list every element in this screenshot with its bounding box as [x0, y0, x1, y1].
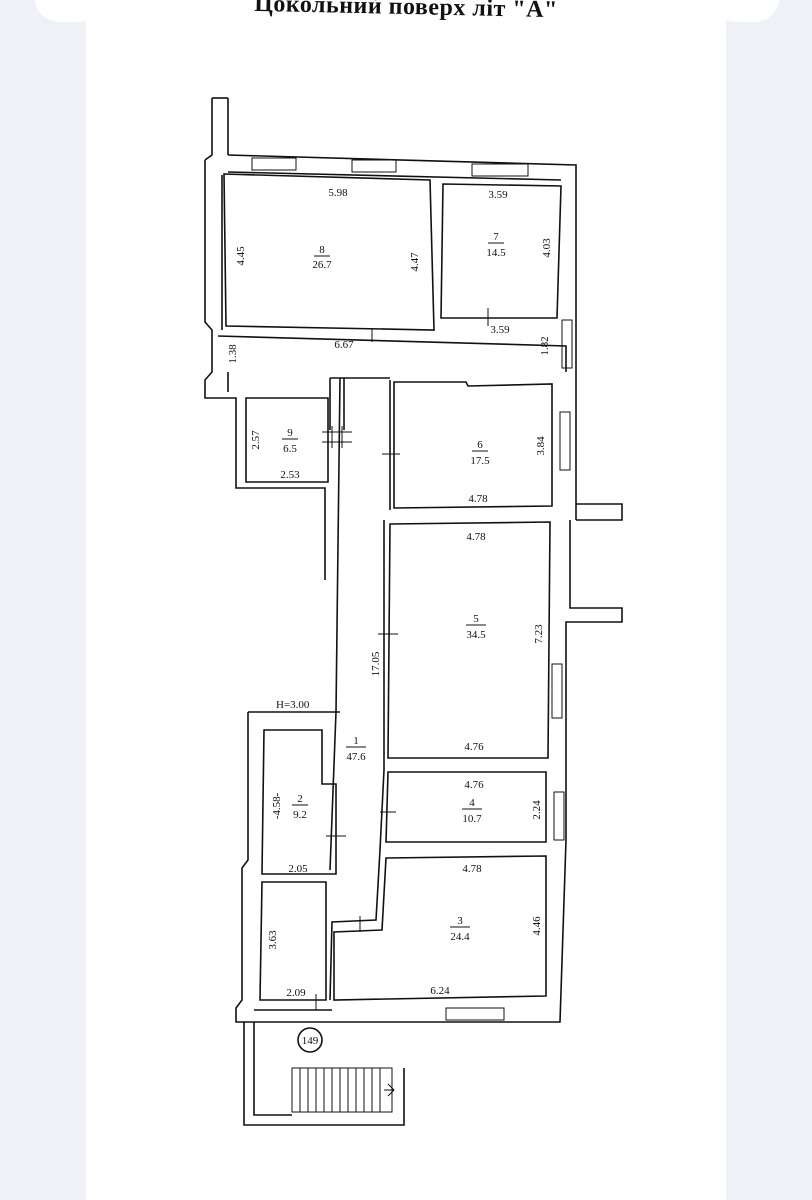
- room-5-area: 34.5: [466, 629, 486, 641]
- room-1-area: 47.6: [346, 751, 366, 763]
- room-6: [382, 380, 571, 510]
- right-margin: [726, 0, 812, 1200]
- dim-r5-right: 7.23: [533, 624, 545, 644]
- room-8: [223, 157, 435, 331]
- dim-r7-right: 4.03: [541, 238, 553, 258]
- dim-r6-right: 3.84: [535, 436, 547, 456]
- room-8-area: 26.7: [312, 259, 332, 271]
- dimension-labels: 5.98 4.45 4.47 3.59 4.03 3.59 6.67 1.38 …: [227, 187, 553, 999]
- dim-r8-right: 4.47: [409, 252, 421, 272]
- room-9-area: 6.5: [283, 443, 297, 455]
- dim-lower-left: 3.63: [267, 930, 279, 950]
- room-6-area: 17.5: [470, 455, 490, 467]
- room-6-number: 6: [477, 439, 483, 451]
- room-4-number: 4: [469, 797, 475, 809]
- room-7-number: 7: [493, 231, 499, 243]
- room-5-number: 5: [473, 613, 479, 625]
- dim-r5-top: 4.78: [466, 531, 486, 543]
- dim-r2-left: -4.58-: [271, 792, 283, 819]
- room-labels: 8 26.7 7 14.5 9 6.5 6 17.5 5 34.5 1 47.6…: [282, 231, 506, 943]
- room-2-number: 2: [297, 793, 303, 805]
- room-3-number: 3: [457, 915, 463, 927]
- height-note: H=3.00: [276, 699, 310, 711]
- room-5: [378, 520, 563, 770]
- dim-r7-top: 3.59: [488, 189, 508, 201]
- stair-marker: 149: [297, 1027, 323, 1053]
- dim-lower-bottom: 2.09: [286, 987, 306, 999]
- floor-plan-sheet: [86, 0, 726, 1200]
- room-1-corridor: [329, 377, 385, 1001]
- lower-left-room: [259, 881, 327, 1010]
- room-4: [380, 771, 565, 843]
- room-8-number: 8: [319, 244, 325, 256]
- staircase: [291, 1067, 395, 1113]
- dim-r2-bottom: 2.05: [288, 863, 308, 875]
- stair-number: 149: [302, 1035, 319, 1047]
- dim-corridor-length: 17.05: [370, 651, 382, 676]
- dim-r3-bottom: 6.24: [430, 985, 450, 997]
- outer-walls: [204, 97, 623, 1126]
- dim-corridor-right: 1.82: [539, 336, 551, 355]
- dim-r8-left: 4.45: [235, 246, 247, 266]
- dim-r5-bottom: 4.76: [464, 741, 484, 753]
- dim-r8-top: 5.98: [328, 187, 348, 199]
- room-9-number: 9: [287, 427, 293, 439]
- dim-r6-bottom: 4.78: [468, 493, 488, 505]
- top-left-bubble: [34, 0, 104, 22]
- room-3-area: 24.4: [450, 931, 470, 943]
- room-2: [261, 729, 346, 875]
- dim-r4-top: 4.76: [464, 779, 484, 791]
- dim-corridor-left: 1.38: [227, 344, 239, 364]
- room-1-number: 1: [353, 735, 359, 747]
- room-2-area: 9.2: [293, 809, 307, 821]
- dim-r7-bottom: 3.59: [490, 324, 510, 336]
- dim-r3-top: 4.78: [462, 863, 482, 875]
- left-margin: [0, 0, 86, 1200]
- room-4-area: 10.7: [462, 813, 482, 825]
- dim-r9-left: 2.57: [250, 430, 262, 450]
- dim-r4-right: 2.24: [531, 800, 543, 820]
- dim-r3-right: 4.46: [531, 916, 543, 936]
- room-3: [333, 855, 547, 1021]
- dim-corridor-top: 6.67: [334, 339, 354, 351]
- dim-r9-bottom: 2.53: [280, 469, 300, 481]
- top-right-bubble: [710, 0, 780, 22]
- room-7: [440, 163, 562, 319]
- room-9: [245, 378, 352, 483]
- room-7-area: 14.5: [486, 247, 506, 259]
